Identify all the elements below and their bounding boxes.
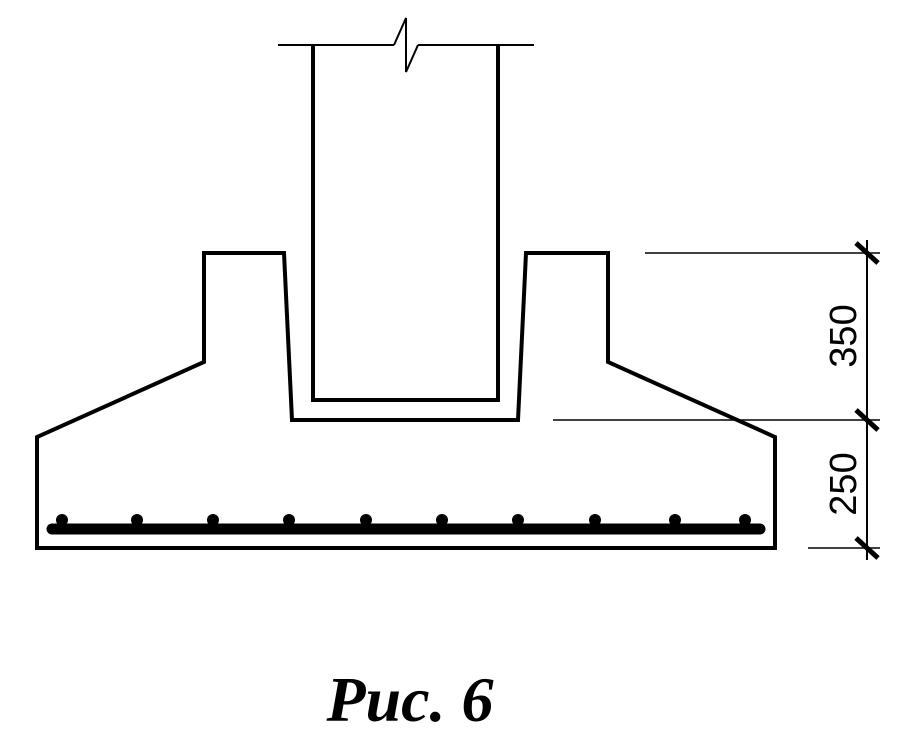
rebar-dot — [360, 514, 372, 526]
rebar-dot — [589, 514, 601, 526]
footing-outline — [35, 251, 777, 550]
rebar-dot — [512, 514, 524, 526]
rebar-dot — [131, 514, 143, 526]
rebar-dot — [436, 514, 448, 526]
dimension-tick-top — [854, 241, 880, 265]
dimension-label-upper: 350 — [823, 304, 865, 367]
dimension-tick-middle — [854, 408, 880, 432]
reinforcement — [46, 514, 766, 535]
dimension-tick-bottom — [854, 536, 880, 560]
rebar-dot — [207, 514, 219, 526]
figure-caption: Рис. 6 — [326, 664, 494, 735]
dimension-label-lower: 250 — [823, 452, 865, 515]
rebar-dot — [669, 514, 681, 526]
rebar-dot — [739, 514, 751, 526]
column-break-symbol — [393, 17, 419, 73]
rebar-dot — [283, 514, 295, 526]
rebar-transverse-dots — [56, 514, 751, 526]
rebar-dot — [56, 514, 68, 526]
dimension-lines — [553, 240, 880, 560]
column — [278, 17, 534, 402]
column-outline — [311, 45, 500, 402]
